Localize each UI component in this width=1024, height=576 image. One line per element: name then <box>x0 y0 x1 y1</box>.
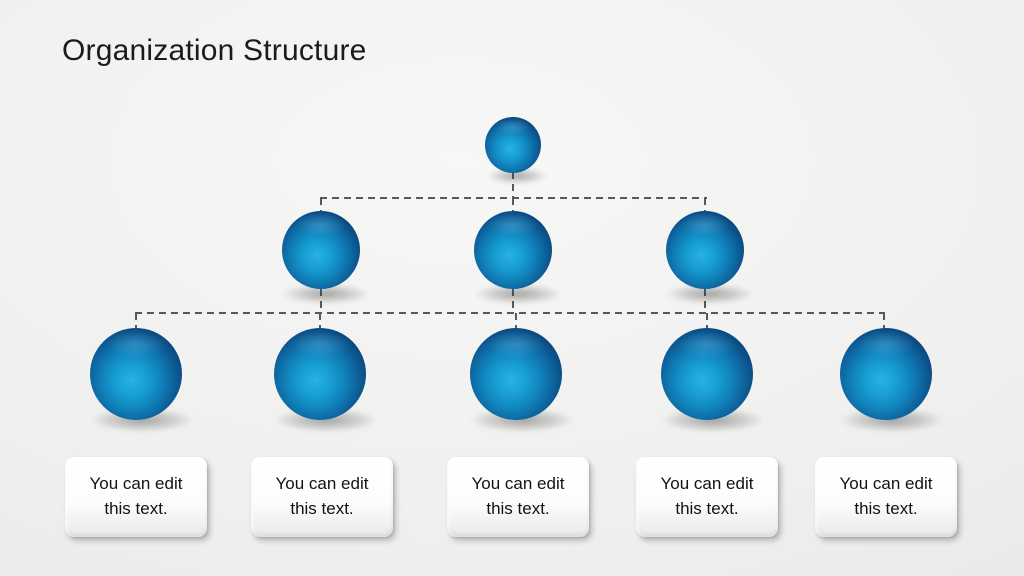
connector-level2-stub-1 <box>320 198 322 212</box>
slide-title: Organization Structure <box>62 34 367 67</box>
connector-level3-stub-4 <box>706 313 708 329</box>
sphere-shadow <box>475 284 561 304</box>
connector-root-down <box>512 172 514 199</box>
editable-text-box-2[interactable]: You can edit this text. <box>251 457 393 537</box>
org-node-level2-3 <box>666 211 744 289</box>
text-box-label: You can edit this text. <box>275 474 369 518</box>
text-box-label: You can edit this text. <box>89 474 183 518</box>
text-box-label: You can edit this text. <box>660 474 754 518</box>
connector-level3-stub-3 <box>515 313 517 329</box>
org-node-level2-1 <box>282 211 360 289</box>
connector-level2-stub-3 <box>704 198 706 212</box>
connector-level2-down-1 <box>320 289 322 313</box>
connector-level2-down-3 <box>704 289 706 313</box>
org-node-level1-1 <box>485 117 541 173</box>
sphere-shadow <box>487 168 547 184</box>
editable-text-box-1[interactable]: You can edit this text. <box>65 457 207 537</box>
connector-level3-stub-5 <box>883 313 885 329</box>
org-node-level3-1 <box>90 328 182 420</box>
connector-level2-down-2 <box>512 289 514 313</box>
editable-text-box-5[interactable]: You can edit this text. <box>815 457 957 537</box>
org-node-level2-2 <box>474 211 552 289</box>
org-node-level3-3 <box>470 328 562 420</box>
text-box-label: You can edit this text. <box>839 474 933 518</box>
editable-text-box-4[interactable]: You can edit this text. <box>636 457 778 537</box>
sphere-shadow <box>667 284 753 304</box>
org-node-level3-4 <box>661 328 753 420</box>
connector-level3-rail <box>135 312 885 314</box>
connector-level2-stub-2 <box>512 198 514 212</box>
org-node-level3-2 <box>274 328 366 420</box>
org-node-level3-5 <box>840 328 932 420</box>
sphere-shadow <box>283 284 369 304</box>
connector-level3-stub-1 <box>135 313 137 329</box>
connector-level3-stub-2 <box>319 313 321 329</box>
editable-text-box-3[interactable]: You can edit this text. <box>447 457 589 537</box>
text-box-label: You can edit this text. <box>471 474 565 518</box>
